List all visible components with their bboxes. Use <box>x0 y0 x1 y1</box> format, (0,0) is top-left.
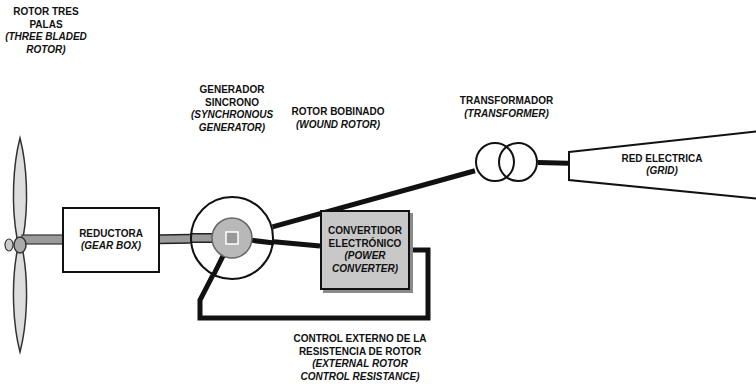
drive-shaft <box>160 238 190 239</box>
node-title: GENERADOR SINCRONO <box>182 84 282 109</box>
node-content: CONVERTIDOR ELECTRÓNICO(POWER CONVERTER) <box>322 212 408 288</box>
node-subtitle: (GEAR BOX) <box>81 240 141 253</box>
rotor-shaft <box>22 235 64 244</box>
slip-rings <box>226 232 238 244</box>
part-label: ROTOR TRES PALAS <box>0 6 92 31</box>
generator-stator <box>191 197 273 279</box>
rotor-hub <box>14 237 26 253</box>
gearbox-box: REDUCTORA(GEAR BOX) <box>62 207 160 273</box>
part-label: (WOUND ROTOR) <box>290 119 386 132</box>
shaft <box>160 235 190 242</box>
node-title: REDUCTORA <box>79 228 143 241</box>
part-label: (THREE BLADED ROTOR) <box>0 31 92 56</box>
node-content: RED ELECTRICA(GRID) <box>568 130 756 200</box>
part-label: (EXTERNAL ROTOR CONTROL RESISTANCE) <box>290 358 430 383</box>
grid-outline <box>569 131 756 199</box>
node-heading: GENERADOR SINCRONO(SYNCHRONOUS GENERATOR… <box>182 84 282 134</box>
blade <box>13 252 26 352</box>
shaft-outline <box>160 234 190 244</box>
transformer-symbol: TRANSFORMADOR(TRANSFORMER) <box>475 142 538 182</box>
power-wire <box>274 242 320 246</box>
blade <box>13 138 26 238</box>
power-wire <box>538 160 568 166</box>
node-title: RED ELECTRICA <box>621 153 702 166</box>
generator-circle-outline <box>190 196 274 280</box>
node-subtitle: (POWER CONVERTER) <box>325 250 405 275</box>
part-label: CONTROL EXTERNO DE LA RESISTENCIA DE ROT… <box>290 333 430 358</box>
grid-line <box>538 162 568 164</box>
node-subtitle: (TRANSFORMER) <box>451 108 563 121</box>
rotor-blade-end <box>5 239 13 251</box>
part-label: ROTOR BOBINADO <box>290 106 386 119</box>
node-title: CONVERTIDOR ELECTRÓNICO <box>325 225 405 250</box>
rotor-converter-line <box>274 242 320 246</box>
node-subtitle: (GRID) <box>646 165 678 178</box>
transformer-winding <box>499 143 537 181</box>
node-content: REDUCTORA(GEAR BOX) <box>64 209 158 271</box>
node-title: TRANSFORMADOR <box>451 95 563 108</box>
node-heading: TRANSFORMADOR(TRANSFORMER) <box>451 95 563 120</box>
transformer-winding <box>476 143 514 181</box>
rotor-illustration <box>5 138 64 352</box>
node-subtitle: (SYNCHRONOUS GENERATOR) <box>182 109 282 134</box>
wound-rotor <box>212 218 252 258</box>
converter-box: CONVERTIDOR ELECTRÓNICO(POWER CONVERTER) <box>320 210 410 290</box>
grid-shape: RED ELECTRICA(GRID) <box>568 130 756 200</box>
generator-circle: GENERADOR SINCRONO(SYNCHRONOUS GENERATOR… <box>190 196 274 280</box>
transformer-symbol-outline <box>475 142 538 182</box>
